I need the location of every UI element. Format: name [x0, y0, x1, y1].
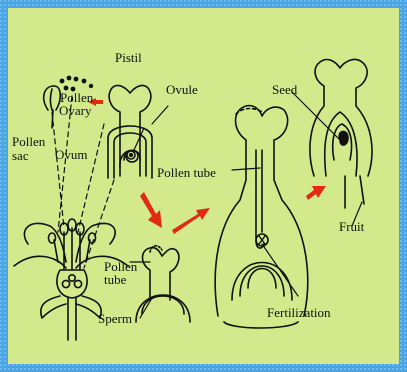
label-seed: Seed — [272, 83, 297, 97]
fertilization-pistil-drawing — [215, 106, 308, 328]
label-ovum: Ovum — [55, 148, 88, 162]
label-fertilization: Fertilization — [267, 306, 331, 320]
label-fruit: Fruit — [339, 220, 364, 234]
label-pollen-tube-mid: Pollen tube — [157, 166, 216, 180]
pistil-drawing — [108, 85, 152, 178]
label-pollen-tube-low-line2: tube — [104, 273, 126, 287]
fruit-drawing — [310, 60, 372, 208]
label-pollen-sac-line2: sac — [12, 149, 29, 163]
leader-lines — [130, 92, 362, 318]
label-pistil: Pistil — [115, 51, 142, 65]
pollen-sac-drawing — [44, 86, 61, 128]
label-pollen-sac-line1: Pollen — [12, 135, 45, 149]
label-ovule: Ovule — [166, 83, 198, 97]
label-ovary: Ovary — [59, 104, 92, 118]
label-sperm: Sperm — [98, 312, 132, 326]
